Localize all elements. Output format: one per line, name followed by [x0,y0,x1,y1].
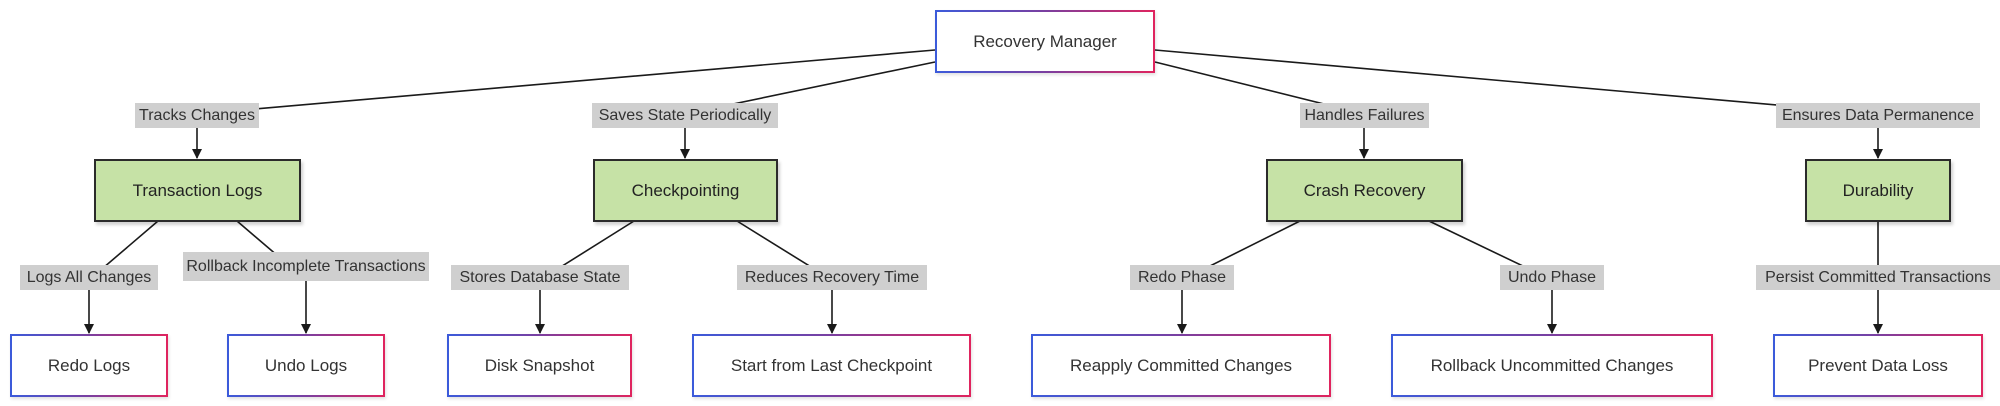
edge-label-logs-all-changes: Logs All Changes [20,265,158,290]
category-node-checkpointing[interactable]: Checkpointing [593,159,778,222]
edge-label-saves-state-periodically: Saves State Periodically [592,103,778,128]
edge-root-durability [1154,49,1883,159]
edge-root-transaction-logs [192,49,936,159]
edge-label-tracks-changes: Tracks Changes [135,103,259,128]
leaf-node-rollback-uncommitted-changes[interactable]: Rollback Uncommitted Changes [1391,334,1713,397]
leaf-node-redo-logs[interactable]: Redo Logs [10,334,168,397]
leaf-node-prevent-data-loss[interactable]: Prevent Data Loss [1773,334,1983,397]
category-node-transaction-logs[interactable]: Transaction Logs [94,159,301,222]
edge-label-ensures-data-permanence: Ensures Data Permanence [1776,103,1980,128]
root-node-recovery-manager[interactable]: Recovery Manager [935,10,1155,73]
edge-label-persist-committed-transactions: Persist Committed Transactions [1756,265,2000,290]
leaf-node-start-from-last-checkpoint[interactable]: Start from Last Checkpoint [692,334,971,397]
edge-label-rollback-incomplete-transactions: Rollback Incomplete Transactions [183,252,429,281]
edge-label-undo-phase: Undo Phase [1500,265,1604,290]
category-node-crash-recovery[interactable]: Crash Recovery [1266,159,1463,222]
edge-label-handles-failures: Handles Failures [1300,103,1429,128]
leaf-node-undo-logs[interactable]: Undo Logs [227,334,385,397]
category-node-durability[interactable]: Durability [1805,159,1951,222]
leaf-node-disk-snapshot[interactable]: Disk Snapshot [447,334,632,397]
leaf-node-reapply-committed-changes[interactable]: Reapply Committed Changes [1031,334,1331,397]
edge-label-redo-phase: Redo Phase [1130,265,1234,290]
edge-label-stores-database-state: Stores Database State [451,265,629,290]
edge-label-reduces-recovery-time: Reduces Recovery Time [737,265,927,290]
